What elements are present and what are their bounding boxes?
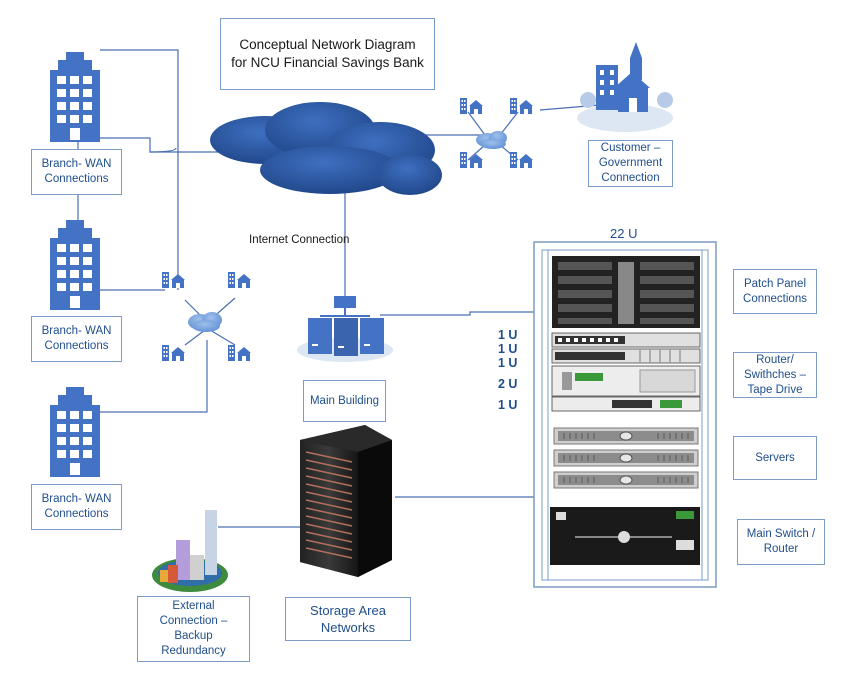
house-icon xyxy=(228,272,251,288)
rack-unit-label: 2 U xyxy=(498,377,518,391)
internet-cloud-icon xyxy=(210,102,442,195)
branch-wan-label-1: Branch- WAN Connections xyxy=(31,149,122,195)
house-icon xyxy=(460,152,483,168)
government-city-icon xyxy=(577,42,673,132)
house-icon xyxy=(228,345,251,361)
main-switch-label: Main Switch / Router xyxy=(737,519,825,565)
storage-server-icon xyxy=(300,425,392,577)
rack-unit-label: 1 U xyxy=(498,328,518,342)
house-icon xyxy=(510,152,533,168)
branch-building-icon xyxy=(50,52,100,142)
main-building-servers-icon xyxy=(297,296,393,362)
diagram-title: Conceptual Network Diagram for NCU Finan… xyxy=(220,18,435,90)
rack-unit-label: 1 U xyxy=(498,356,518,370)
branch-wan-label-3: Branch- WAN Connections xyxy=(31,484,122,530)
house-icon xyxy=(460,98,483,114)
external-connection-label: External Connection – Backup Redundancy xyxy=(137,596,250,662)
internet-connection-label: Internet Connection xyxy=(249,234,350,246)
rack-height-label: 22 U xyxy=(610,226,638,241)
branch-wan-label-2: Branch- WAN Connections xyxy=(31,316,122,362)
main-building-label: Main Building xyxy=(303,380,386,422)
server-rack xyxy=(533,241,717,588)
rack-unit-label: 1 U xyxy=(498,342,518,356)
external-city-icon xyxy=(152,510,228,592)
patch-panel-label: Patch Panel Connections xyxy=(733,269,817,314)
branch-building-icon xyxy=(50,220,100,310)
house-icon xyxy=(162,272,185,288)
wan-cloud-icon xyxy=(188,312,222,332)
servers-label: Servers xyxy=(733,436,817,480)
router-switches-label: Router/ Swithches – Tape Drive xyxy=(733,352,817,398)
storage-area-networks-label: Storage Area Networks xyxy=(285,597,411,641)
house-icon xyxy=(162,345,185,361)
house-icon xyxy=(510,98,533,114)
customer-government-label: Customer – Government Connection xyxy=(588,140,673,187)
customer-cloud-icon xyxy=(476,131,507,149)
branch-building-icon xyxy=(50,387,100,477)
rack-unit-label: 1 U xyxy=(498,398,518,412)
